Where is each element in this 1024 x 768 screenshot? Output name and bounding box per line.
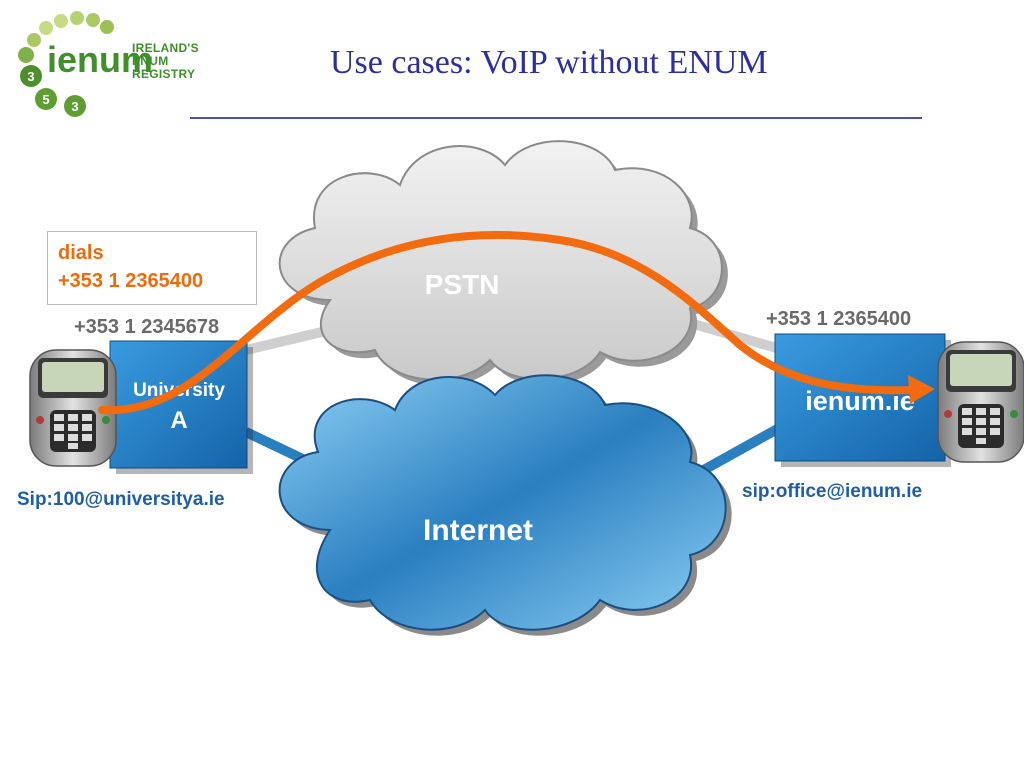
logo-tagline-line2: ENUM: [132, 54, 169, 68]
pstn-label: PSTN: [425, 269, 500, 300]
university-a-node: University A: [109, 340, 253, 474]
internet-label: Internet: [423, 514, 533, 547]
ienum-phone-number: +353 1 2365400: [766, 308, 912, 330]
logo-badge-3-right: [64, 95, 86, 117]
ip-phone-icon: [29, 349, 117, 467]
logo-tagline-line3: REGISTRY: [132, 67, 196, 81]
logo-badge-3-left-text: 3: [27, 69, 34, 84]
logo-badge-5-text: 5: [42, 92, 49, 107]
logo-tagline-line1: IRELAND'S: [132, 41, 199, 55]
ienum-sip-address: sip:office@ienum.ie: [742, 481, 923, 502]
ienum-node: ienum.ie: [774, 333, 951, 467]
ienum-logo: 3 5 3 ienum: [18, 11, 153, 117]
logo-badge-3-right-text: 3: [71, 99, 78, 114]
dials-callout: dials +353 1 2365400: [47, 231, 257, 305]
university-a-phone-number: +353 1 2345678: [74, 316, 220, 338]
logo-tagline: IRELAND'S ENUM REGISTRY: [132, 42, 199, 81]
ip-phone-icon: [937, 341, 1024, 463]
logo-wordmark: ienum: [47, 39, 153, 80]
link-university-pstn: [244, 325, 332, 355]
internet-cloud: Internet: [278, 374, 732, 636]
logo-badge-5: [35, 88, 57, 110]
pstn-cloud: PSTN: [278, 140, 728, 386]
university-a-label-line2: A: [170, 407, 187, 434]
logo-badge-3-left: [20, 65, 42, 87]
dials-callout-number: +353 1 2365400: [58, 270, 204, 292]
dials-callout-line1: dials: [58, 242, 104, 264]
university-a-sip-address: Sip:100@universitya.ie: [17, 489, 225, 510]
slide-title: Use cases: VoIP without ENUM: [330, 44, 768, 81]
title-divider: [190, 117, 922, 119]
call-path-arrow: [98, 231, 935, 415]
